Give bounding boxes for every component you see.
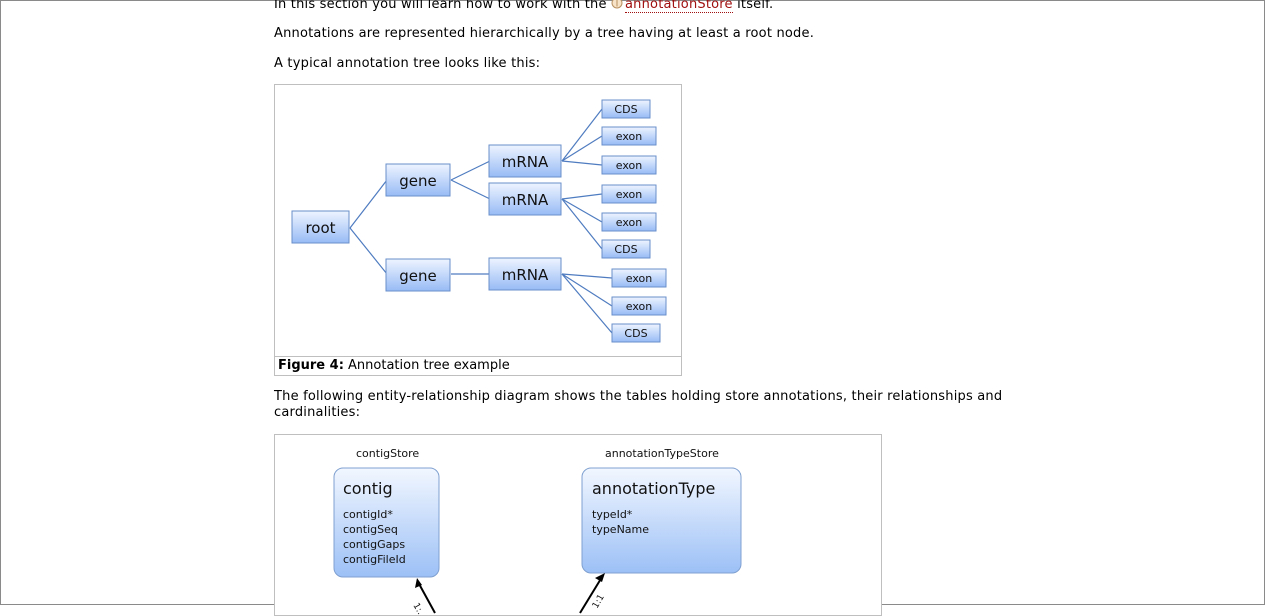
entity-annotation-type xyxy=(581,467,742,574)
node-mrna1 xyxy=(488,144,562,178)
store-label-contig: contigStore xyxy=(356,447,419,460)
entity-contig-title: contig xyxy=(343,479,393,498)
entity-contig-field: contigSeq xyxy=(343,523,398,536)
edge-mrna3-leaf8 xyxy=(561,273,613,307)
entity-contig xyxy=(333,467,440,578)
intro-paragraph: In this section you will learn how to wo… xyxy=(274,0,773,13)
cardinality-annotation-type: 1:1 xyxy=(591,593,607,611)
tree-description-paragraph: Annotations are represented hierarchical… xyxy=(274,26,815,41)
node-mrna2 xyxy=(488,182,562,216)
entity-annotation-type-field: typeName xyxy=(592,523,649,536)
node-leaf5 xyxy=(601,212,657,232)
er-diagram-description: The following entity-relationship diagra… xyxy=(274,389,1003,420)
node-mrna3 xyxy=(488,257,562,291)
entity-annotation-type-field: typeId* xyxy=(592,508,633,521)
edge-gene1-mrna1 xyxy=(450,160,491,181)
node-gene2 xyxy=(385,258,451,292)
annotation-store-link[interactable]: annotationStore xyxy=(625,0,733,13)
edge-mrna3-leaf7 xyxy=(561,273,613,279)
cardinality-contig: 1:.. xyxy=(410,602,426,616)
node-leaf6 xyxy=(601,239,651,259)
store-label-annotation-type: annotationTypeStore xyxy=(605,447,719,460)
entity-relationship-figure: contigStore annotationTypeStore contig c… xyxy=(274,434,882,616)
node-leaf4 xyxy=(601,184,657,204)
label-leaf1: CDS xyxy=(614,103,637,116)
class-icon xyxy=(611,0,623,9)
annotation-tree-diagram: root gene gene mRNA mRNA mRNA CDS exon e… xyxy=(291,99,667,343)
label-mrna1: mRNA xyxy=(502,153,549,171)
edge-mrna1-leaf1 xyxy=(561,108,603,162)
tree-edges xyxy=(349,108,613,334)
label-leaf9: CDS xyxy=(624,327,647,340)
node-root xyxy=(291,210,350,244)
label-gene1: gene xyxy=(399,172,437,190)
edge-mrna2-leaf5 xyxy=(561,198,603,223)
label-leaf3: exon xyxy=(616,159,642,172)
entity-annotation-type-title: annotationType xyxy=(592,479,715,498)
label-leaf4: exon xyxy=(616,188,642,201)
edge-root-gene1 xyxy=(349,179,388,229)
node-leaf1 xyxy=(601,99,651,119)
edge-mrna1-leaf2 xyxy=(561,135,603,162)
label-leaf6: CDS xyxy=(614,243,637,256)
edge-mrna2-leaf4 xyxy=(561,193,603,200)
label-leaf2: exon xyxy=(616,130,642,143)
intro-text-end: itself. xyxy=(732,0,774,12)
node-leaf2 xyxy=(601,126,657,146)
label-leaf8: exon xyxy=(626,300,652,313)
label-leaf5: exon xyxy=(616,216,642,229)
tree-intro-paragraph: A typical annotation tree looks like thi… xyxy=(274,56,541,71)
label-root: root xyxy=(305,219,335,237)
edge-mrna2-leaf6 xyxy=(561,198,603,250)
edge-mrna1-leaf3 xyxy=(561,160,603,166)
edge-mrna3-leaf9 xyxy=(561,273,613,334)
label-gene2: gene xyxy=(399,267,437,285)
tree-nodes xyxy=(291,99,667,343)
entity-contig-field: contigGaps xyxy=(343,538,405,551)
er-diagram: contigStore annotationTypeStore contig c… xyxy=(333,447,742,616)
entity-contig-field: contigFileId xyxy=(343,553,406,566)
node-leaf3 xyxy=(601,155,657,175)
annotation-tree-figure: root gene gene mRNA mRNA mRNA CDS exon e… xyxy=(274,84,682,376)
edge-gene1-mrna2 xyxy=(450,179,491,200)
node-gene1 xyxy=(385,163,451,197)
arrowhead-annotation-type-icon xyxy=(595,573,605,582)
entity-contig-field: contigId* xyxy=(343,508,393,521)
node-leaf7 xyxy=(611,268,667,288)
intro-text-start: In this section you will learn how to wo… xyxy=(274,0,612,12)
label-mrna3: mRNA xyxy=(502,266,549,284)
tree-labels: root gene gene mRNA mRNA mRNA CDS exon e… xyxy=(305,103,652,340)
figure-caption-text: Annotation tree example xyxy=(343,358,510,373)
node-leaf9 xyxy=(611,323,661,343)
arrowhead-contig-icon xyxy=(415,578,422,588)
label-mrna2: mRNA xyxy=(502,191,549,209)
node-leaf8 xyxy=(611,296,667,316)
edge-root-gene2 xyxy=(349,227,388,275)
label-leaf7: exon xyxy=(626,272,652,285)
figure-caption: Figure 4: Annotation tree example xyxy=(275,356,681,375)
figure-caption-label: Figure 4: xyxy=(278,358,344,373)
